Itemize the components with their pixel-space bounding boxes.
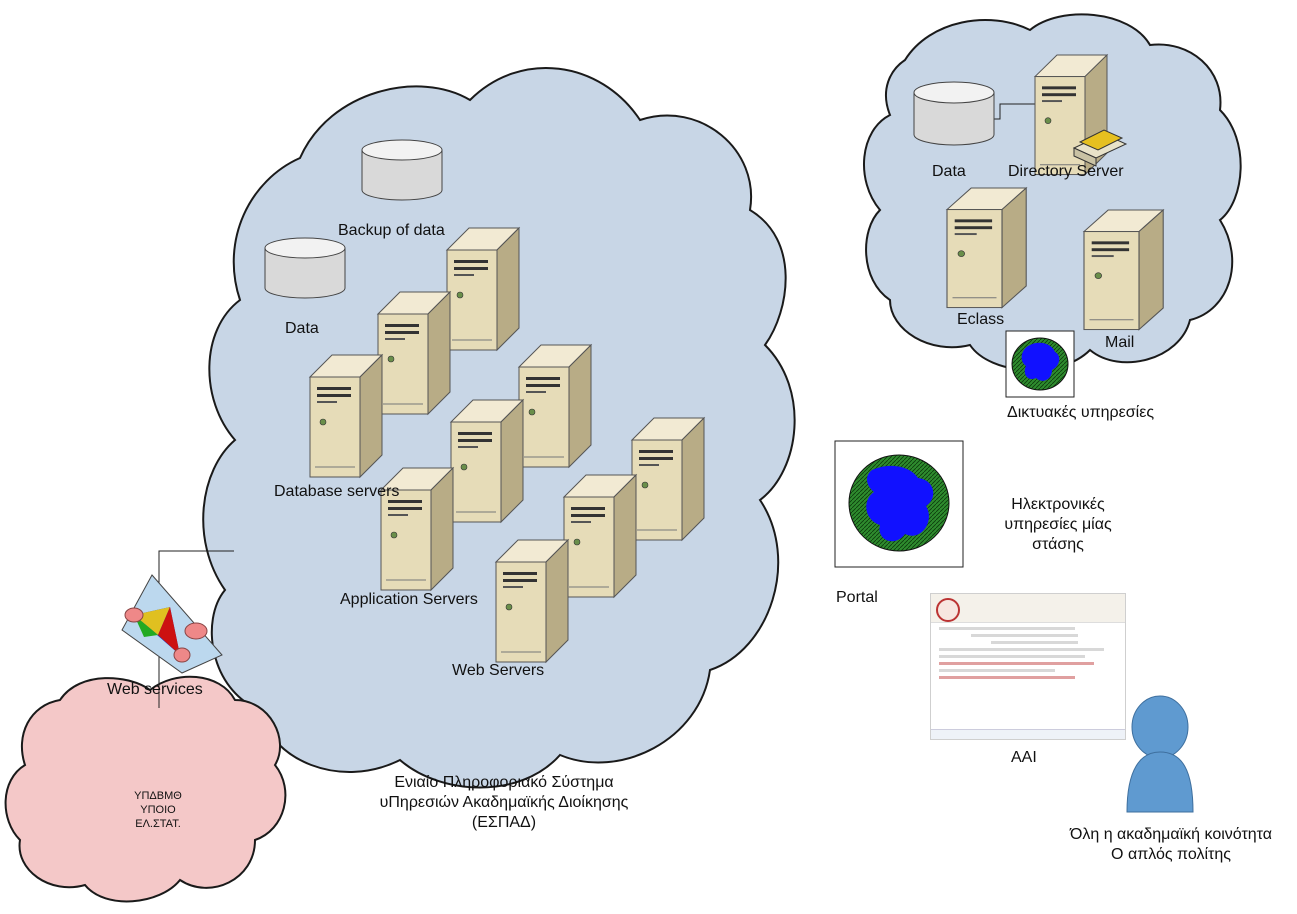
aai-footer bbox=[931, 729, 1125, 739]
database-servers-label: Database servers bbox=[274, 483, 400, 500]
database-cylinder-icon bbox=[361, 139, 443, 201]
network-services-caption: Δικτυακές υπηρεσίες bbox=[1007, 404, 1155, 421]
directory-book-icon bbox=[1072, 129, 1128, 167]
aai-header bbox=[931, 594, 1125, 623]
server-tower-icon bbox=[377, 291, 451, 415]
server-tower-icon bbox=[563, 474, 637, 598]
mail-label: Mail bbox=[1105, 334, 1135, 351]
external-cloud-label: ΥΠΔΒΜΘ ΥΠΟΙΟ ΕΛ.ΣΤΑΤ. bbox=[108, 790, 208, 831]
portal-description: Ηλεκτρονικές υπηρεσίες μίας στάσης bbox=[978, 495, 1138, 555]
web-services-label: Web services bbox=[107, 681, 203, 698]
database-cylinder-icon bbox=[264, 237, 346, 299]
user-icon bbox=[1126, 695, 1194, 813]
database-cylinder-icon bbox=[913, 81, 995, 146]
aai-label: AAI bbox=[1011, 749, 1037, 766]
application-servers-label: Application Servers bbox=[340, 591, 478, 608]
web-servers-label: Web Servers bbox=[452, 662, 545, 679]
web-service-icon bbox=[121, 574, 223, 674]
server-tower-icon bbox=[946, 187, 1027, 309]
university-seal-icon bbox=[936, 598, 960, 622]
server-tower-icon bbox=[450, 399, 524, 523]
external-cloud-line: ΥΠΟΙΟ bbox=[140, 803, 176, 816]
globe-icon bbox=[834, 440, 964, 568]
espad-caption-line: Ενιαίο Πληροφοριακό Σύστημα bbox=[394, 774, 614, 791]
espad-caption: Ενιαίο Πληροφοριακό Σύστημα υΠηρεσιών Ακ… bbox=[360, 773, 648, 833]
globe-icon bbox=[1005, 330, 1075, 398]
backup-data-label: Backup of data bbox=[338, 222, 445, 239]
espad-caption-line: (ΕΣΠΑΔ) bbox=[471, 814, 537, 831]
portal-description-line: Ηλεκτρονικές bbox=[1011, 496, 1105, 513]
network-data-label: Data bbox=[932, 163, 966, 180]
eclass-label: Eclass bbox=[957, 311, 1005, 328]
portal-label: Portal bbox=[836, 589, 878, 606]
external-cloud-line: ΕΛ.ΣΤΑΤ. bbox=[135, 817, 181, 830]
users-caption: Όλη η ακαδημαϊκή κοινότητα Ο απλός πολίτ… bbox=[1050, 825, 1292, 865]
portal-description-line: υπηρεσίες μίας bbox=[1004, 516, 1112, 533]
espad-caption-line: υΠηρεσιών Ακαδημαϊκής Διοίκησης bbox=[379, 794, 629, 811]
server-tower-icon bbox=[446, 227, 520, 351]
portal-description-line: στάσης bbox=[1032, 536, 1084, 553]
server-tower-icon bbox=[495, 539, 569, 663]
server-tower-icon bbox=[1083, 209, 1164, 331]
server-tower-icon bbox=[631, 417, 705, 541]
external-cloud-line: ΥΠΔΒΜΘ bbox=[134, 790, 182, 802]
main-data-label: Data bbox=[285, 320, 319, 337]
users-caption-line: Ο απλός πολίτης bbox=[1111, 846, 1231, 863]
server-tower-icon bbox=[518, 344, 592, 468]
aai-login-screenshot bbox=[930, 593, 1126, 740]
external-cloud-shape bbox=[4, 675, 287, 903]
users-caption-line: Όλη η ακαδημαϊκή κοινότητα bbox=[1069, 826, 1273, 843]
server-tower-icon bbox=[309, 354, 383, 478]
directory-server-label: Directory Server bbox=[1008, 163, 1124, 180]
